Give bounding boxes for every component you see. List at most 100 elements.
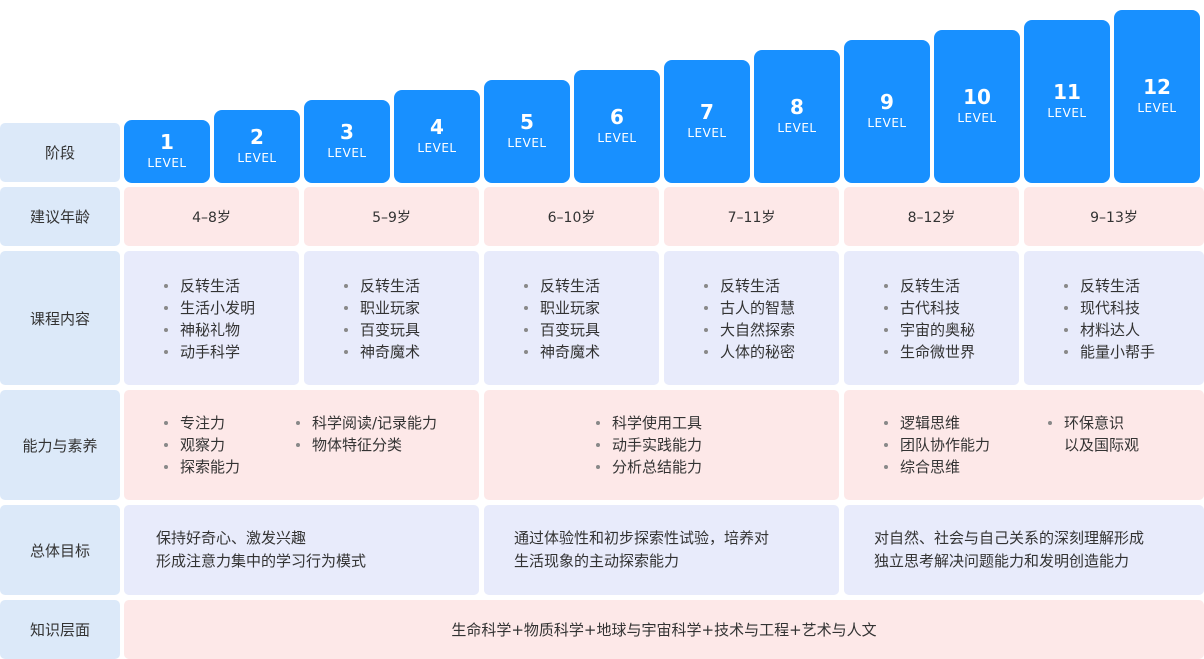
list-item: 材料达人 — [1062, 319, 1155, 341]
list-item: 动手实践能力 — [594, 434, 702, 456]
level-number: 3 — [340, 120, 354, 144]
age-cell-2: 5–9岁 — [304, 187, 479, 246]
level-number: 9 — [880, 90, 894, 114]
list-item: 古代科技 — [882, 297, 975, 319]
list-item: 职业玩家 — [522, 297, 600, 319]
level-number: 6 — [610, 105, 624, 129]
list-item: 动手科学 — [162, 341, 255, 363]
goal-line: 形成注意力集中的学习行为模式 — [156, 552, 367, 570]
age-cell-1: 4–8岁 — [124, 187, 299, 246]
list-item: 综合思维 — [882, 456, 990, 478]
level-number: 1 — [160, 130, 174, 154]
row-label-stage: 阶段 — [0, 123, 120, 182]
list-item: 生活小发明 — [162, 297, 255, 319]
level-number: 7 — [700, 100, 714, 124]
course-cell-4: 反转生活 古人的智慧 大自然探索 人体的秘密 — [664, 251, 839, 385]
level-caption: LEVEL — [777, 121, 817, 135]
list-item: 反转生活 — [522, 275, 600, 297]
list-item: 团队协作能力 — [882, 434, 990, 456]
ability-cell-3: 逻辑思维 团队协作能力 综合思维 环保意识 以及国际观 — [844, 390, 1204, 500]
course-cell-6: 反转生活 现代科技 材料达人 能量小帮手 — [1024, 251, 1204, 385]
goal-cell-3: 对自然、社会与自己关系的深刻理解形成 独立思考解决问题能力和发明创造能力 — [844, 505, 1204, 595]
list-item: 百变玩具 — [522, 319, 600, 341]
level-caption: LEVEL — [507, 136, 547, 150]
list-item: 科学阅读/记录能力 — [294, 412, 437, 434]
list-item: 物体特征分类 — [294, 434, 437, 456]
goal-line: 生活现象的主动探索能力 — [514, 552, 680, 570]
list-item: 环保意识 — [1046, 412, 1124, 434]
level-caption: LEVEL — [1047, 106, 1087, 120]
level-caption: LEVEL — [1137, 101, 1177, 115]
knowledge-cell: 生命科学+物质科学+地球与宇宙科学+技术与工程+艺术与人文 — [124, 600, 1204, 659]
level-caption: LEVEL — [597, 131, 637, 145]
list-item: 神秘礼物 — [162, 319, 255, 341]
age-cell-5: 8–12岁 — [844, 187, 1019, 246]
age-cell-4: 7–11岁 — [664, 187, 839, 246]
age-cell-6: 9–13岁 — [1024, 187, 1204, 246]
level-caption: LEVEL — [957, 111, 997, 125]
level-caption: LEVEL — [327, 146, 367, 160]
goal-cell-2: 通过体验性和初步探索性试验，培养对 生活现象的主动探索能力 — [484, 505, 839, 595]
list-item: 职业玩家 — [342, 297, 420, 319]
level-caption: LEVEL — [417, 141, 457, 155]
ability-cell-2: 科学使用工具 动手实践能力 分析总结能力 — [484, 390, 839, 500]
goal-line: 通过体验性和初步探索性试验，培养对 — [514, 529, 770, 547]
list-item: 神奇魔术 — [522, 341, 600, 363]
list-item: 科学使用工具 — [594, 412, 702, 434]
list-item: 生命微世界 — [882, 341, 975, 363]
row-label-course: 课程内容 — [0, 251, 120, 385]
list-item: 逻辑思维 — [882, 412, 990, 434]
list-item: 分析总结能力 — [594, 456, 702, 478]
age-cell-3: 6–10岁 — [484, 187, 659, 246]
list-item: 反转生活 — [162, 275, 255, 297]
row-label-knowledge: 知识层面 — [0, 600, 120, 659]
list-item: 古人的智慧 — [702, 297, 795, 319]
list-item: 反转生活 — [702, 275, 795, 297]
level-caption: LEVEL — [867, 116, 907, 130]
list-item: 反转生活 — [1062, 275, 1155, 297]
level-number: 5 — [520, 110, 534, 134]
list-item: 现代科技 — [1062, 297, 1155, 319]
goal-line: 独立思考解决问题能力和发明创造能力 — [874, 552, 1130, 570]
level-number: 12 — [1143, 75, 1171, 99]
level-caption: LEVEL — [237, 151, 277, 165]
list-item: 观察力 — [162, 434, 240, 456]
list-item: 人体的秘密 — [702, 341, 795, 363]
level-caption: LEVEL — [147, 156, 187, 170]
course-cell-1: 反转生活 生活小发明 神秘礼物 动手科学 — [124, 251, 299, 385]
list-item: 宇宙的奥秘 — [882, 319, 975, 341]
row-label-ability: 能力与素养 — [0, 390, 120, 500]
list-item: 反转生活 — [342, 275, 420, 297]
level-number: 2 — [250, 125, 264, 149]
goal-line: 对自然、社会与自己关系的深刻理解形成 — [874, 529, 1145, 547]
list-item: 能量小帮手 — [1062, 341, 1155, 363]
row-label-goal: 总体目标 — [0, 505, 120, 595]
goal-cell-1: 保持好奇心、激发兴趣 形成注意力集中的学习行为模式 — [124, 505, 479, 595]
level-number: 10 — [963, 85, 991, 109]
row-label-age: 建议年龄 — [0, 187, 120, 246]
list-item: 专注力 — [162, 412, 240, 434]
course-cell-2: 反转生活 职业玩家 百变玩具 神奇魔术 — [304, 251, 479, 385]
level-caption: LEVEL — [687, 126, 727, 140]
level-number: 11 — [1053, 80, 1081, 104]
level-number: 8 — [790, 95, 804, 119]
goal-line: 保持好奇心、激发兴趣 — [156, 529, 307, 547]
ability-continuation: 以及国际观 — [1064, 436, 1140, 454]
course-cell-5: 反转生活 古代科技 宇宙的奥秘 生命微世界 — [844, 251, 1019, 385]
list-item: 神奇魔术 — [342, 341, 420, 363]
course-cell-3: 反转生活 职业玩家 百变玩具 神奇魔术 — [484, 251, 659, 385]
level-number: 4 — [430, 115, 444, 139]
list-item: 大自然探索 — [702, 319, 795, 341]
list-item: 百变玩具 — [342, 319, 420, 341]
